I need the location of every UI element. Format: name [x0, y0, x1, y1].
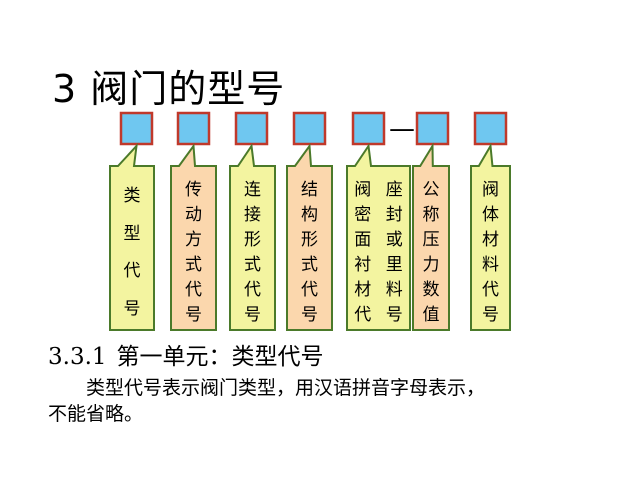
code-box-3 [234, 111, 269, 146]
field-label-char: 式 [301, 255, 318, 275]
field-label-char: 代 [301, 280, 318, 300]
field-label-char: 里 [385, 255, 403, 275]
field-label-char: 号 [301, 305, 318, 325]
body-paragraph: 类型代号表示阀门类型，用汉语拼音字母表示， 不能省略。 [48, 375, 608, 427]
separator-dash: — [389, 114, 415, 144]
code-box-1 [119, 111, 154, 146]
field-label-char: 或 [385, 230, 403, 250]
field-label-6: 公称压力数值 [413, 178, 449, 328]
field-label-char: 阀 [482, 180, 499, 200]
field-callout-7 [470, 142, 511, 331]
field-callout-2 [170, 143, 217, 331]
field-label-char: 数 [422, 280, 440, 300]
field-label-char: 代 [354, 305, 372, 325]
field-label-2: 传动方式代号 [171, 178, 216, 328]
code-box-6 [415, 111, 450, 146]
field-label-5: 阀密面衬材代 座封或里料号 [347, 178, 410, 328]
field-callout-5 [346, 143, 411, 331]
code-box-4 [292, 111, 327, 146]
field-callout-4 [286, 143, 333, 331]
code-box-5 [351, 111, 386, 146]
field-label-char: 压 [422, 230, 440, 250]
field-label-3: 连接形式代号 [230, 178, 275, 328]
field-label-char: 面 [354, 230, 372, 250]
field-label-char: 类 [123, 186, 141, 207]
section-heading: 3.3.1 第一单元：类型代号 [48, 337, 324, 371]
field-label-char: 座 [385, 180, 403, 200]
field-label-char: 号 [482, 305, 499, 325]
field-label-char: 型 [123, 223, 141, 244]
field-label-char: 动 [185, 205, 202, 225]
valve-model-diagram [109, 111, 511, 331]
field-label-char: 料 [482, 255, 499, 275]
field-label-char: 号 [185, 305, 202, 325]
field-label-char: 代 [185, 280, 202, 300]
field-label-char: 材 [354, 280, 372, 300]
field-label-char: 封 [385, 205, 403, 225]
field-label-char: 密 [354, 205, 372, 225]
field-label-char: 料 [385, 280, 403, 300]
field-label-char: 传 [185, 180, 202, 200]
code-box-7 [473, 111, 508, 146]
field-label-char: 号 [123, 298, 141, 319]
field-label-char: 形 [301, 230, 318, 250]
field-label-char: 公 [422, 180, 440, 200]
body-line-2: 不能省略。 [48, 403, 144, 425]
field-label-char: 衬 [354, 255, 372, 275]
field-callout-1 [109, 143, 155, 331]
field-label-char: 值 [422, 305, 440, 325]
field-label-char: 力 [422, 255, 440, 275]
field-label-char: 结 [301, 180, 318, 200]
field-label-char: 号 [244, 305, 261, 325]
field-label-char: 代 [123, 261, 141, 282]
field-label-char: 方 [185, 230, 202, 250]
code-box-2 [176, 111, 211, 146]
field-label-char: 材 [482, 230, 499, 250]
field-label-char: 式 [185, 255, 202, 275]
slide-title: 3 阀门的型号 [52, 67, 286, 111]
field-label-char: 构 [301, 205, 318, 225]
field-label-4: 结构形式代号 [287, 178, 332, 328]
field-label-char: 式 [244, 255, 261, 275]
field-label-char: 阀 [354, 180, 372, 200]
field-label-1: 类型代号 [110, 178, 154, 328]
field-callout-6 [412, 142, 450, 331]
field-label-7: 阀体材料代号 [471, 178, 510, 328]
body-line-1: 类型代号表示阀门类型，用汉语拼音字母表示， [86, 377, 486, 399]
section-number: 3.3.1 [48, 344, 107, 370]
field-label-char: 代 [244, 280, 261, 300]
field-label-char: 体 [482, 205, 499, 225]
field-label-char: 连 [244, 180, 261, 200]
field-label-char: 称 [422, 205, 440, 225]
field-label-char: 号 [385, 305, 403, 325]
field-label-char: 代 [482, 280, 499, 300]
field-callout-3 [229, 143, 276, 331]
section-heading-text: 第一单元：类型代号 [116, 344, 324, 370]
field-label-char: 接 [244, 205, 261, 225]
field-label-char: 形 [244, 230, 261, 250]
